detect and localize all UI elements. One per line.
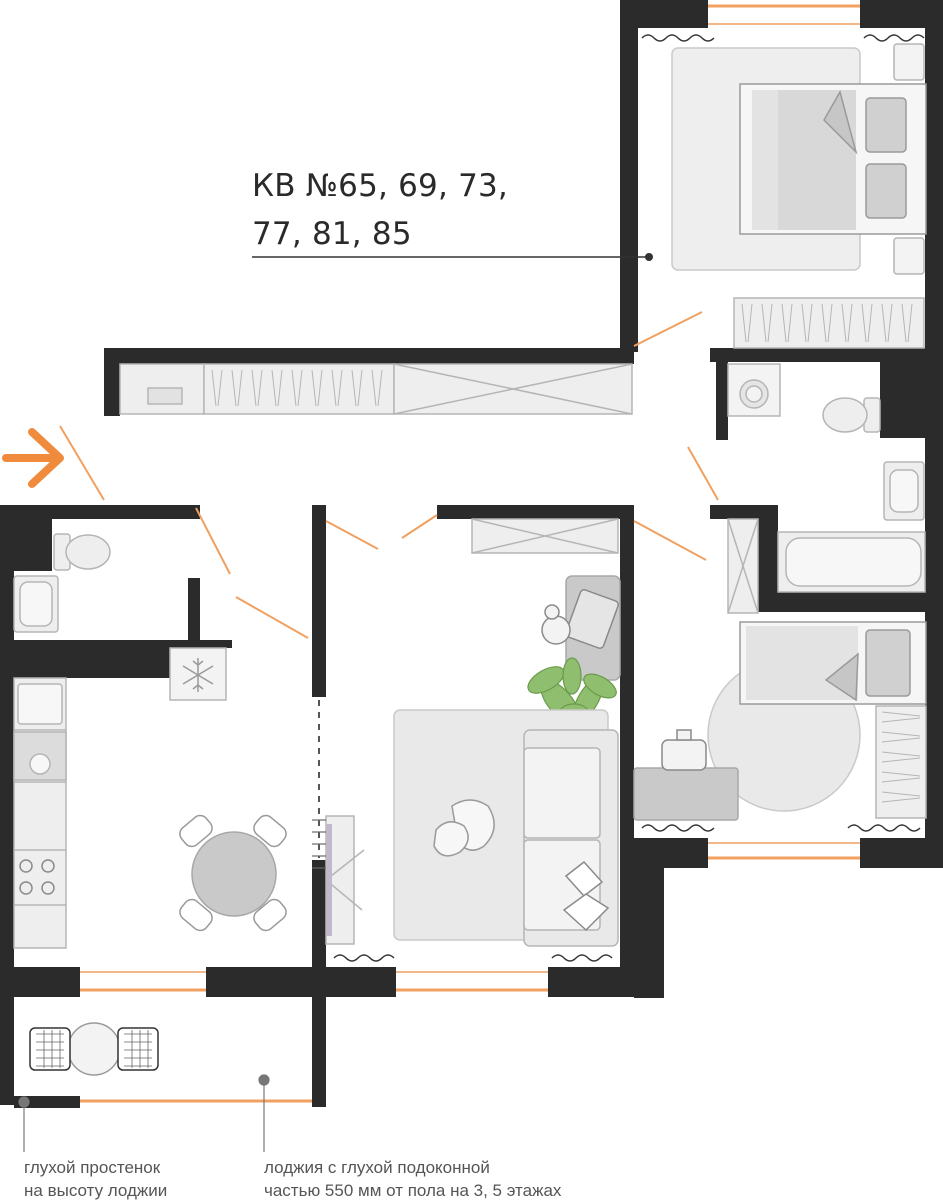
nightstands — [893, 43, 925, 275]
right-note-line2: частью 550 мм от пола на 3, 5 этажах — [264, 1181, 562, 1200]
ladder-radiator — [312, 819, 326, 869]
apartment-title-line2: 77, 81, 85 — [252, 216, 412, 252]
arrow-right-icon — [2, 428, 64, 488]
bedroom-wardrobe — [733, 297, 925, 349]
corridor-wardrobes — [119, 363, 633, 415]
radiator-living — [333, 954, 613, 962]
walls — [0, 0, 943, 1108]
apartment-title-line1: КВ №65, 69, 73, — [252, 168, 508, 204]
radiator-bottom — [641, 824, 921, 832]
kitchen-counter — [13, 677, 67, 949]
windows — [80, 4, 860, 1103]
hall-closet — [727, 518, 759, 614]
right-note-line1: лоджия с глухой подоконной — [264, 1158, 490, 1177]
living-tv-unit — [471, 518, 619, 554]
bedroom2-wardrobe — [875, 705, 927, 819]
dining-table — [179, 814, 287, 932]
armchair — [541, 575, 621, 681]
sink-right — [883, 461, 925, 521]
note-leaders — [18, 1074, 270, 1152]
bathtub — [777, 531, 926, 593]
sink-left — [13, 575, 59, 633]
left-note-line1: глухой простенок — [24, 1158, 161, 1177]
toilet-left — [53, 533, 111, 571]
coffee-table — [433, 799, 495, 857]
loggia-furniture — [29, 1022, 159, 1076]
door-swings — [59, 311, 719, 639]
double-bed — [739, 83, 927, 235]
title-leader — [252, 253, 653, 261]
tv-console — [325, 815, 365, 945]
toilet-right — [822, 397, 881, 433]
sofa — [523, 729, 619, 947]
radiator-top — [641, 34, 925, 42]
single-bed — [739, 621, 927, 705]
washing-machine — [727, 363, 781, 417]
desk — [633, 729, 739, 821]
left-note-line2: на высоту лоджии — [24, 1181, 167, 1200]
snowflake-icon — [182, 658, 214, 692]
hanger-strokes — [211, 369, 383, 407]
